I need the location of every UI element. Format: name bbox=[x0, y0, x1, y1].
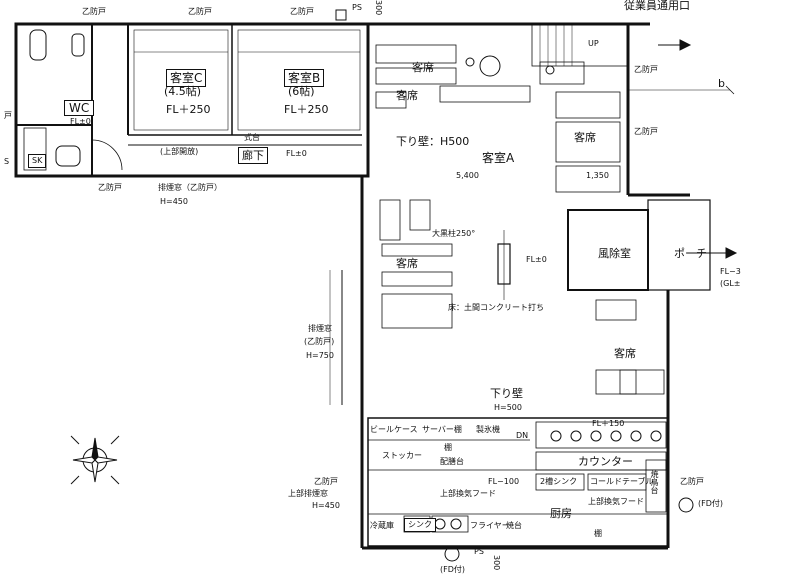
label-ps-bottom: PS bbox=[474, 547, 484, 556]
label-fl-150: FL＋150 bbox=[592, 419, 625, 428]
label-porch: ポーチ bbox=[674, 247, 707, 260]
label-smoke-window-side-2: (乙防戸) bbox=[304, 337, 335, 346]
fd-bottom-circle bbox=[444, 546, 460, 562]
label-smoke-window-side-1: 排煙窓 bbox=[308, 324, 332, 333]
label-oobofuto-bottom-wc: 乙防戸 bbox=[98, 183, 122, 192]
label-yakidai: 焼台 bbox=[506, 521, 522, 530]
label-corridor-fl: FL±0 bbox=[286, 149, 307, 158]
label-fuujoshitsu: 風除室 bbox=[598, 247, 631, 260]
label-wc: WC bbox=[64, 100, 95, 116]
label-oobofuto-kitchen: 乙防戸 bbox=[680, 477, 704, 486]
north-compass bbox=[70, 435, 120, 485]
label-smoke-window-top: 排煙窓（乙防戸） bbox=[158, 183, 222, 192]
label-fl-minus3: FL−3 bbox=[720, 267, 741, 276]
label-oobofuto-right2: 乙防戸 bbox=[634, 127, 658, 136]
label-h450-top: H=450 bbox=[160, 197, 188, 206]
label-kyakuseki-5: 客席 bbox=[396, 89, 418, 102]
label-dim-5400: 5,400 bbox=[456, 171, 479, 180]
label-sagarikabe-mid: 下り壁 bbox=[490, 387, 523, 400]
room-b-name: 客室B bbox=[284, 69, 325, 87]
label-dim-1350: 1,350 bbox=[586, 171, 609, 180]
label-upper-hood-1: 上部換気フード bbox=[440, 489, 496, 498]
label-server-shelf: サーバー棚 bbox=[422, 425, 462, 434]
label-oobofuto-bottomleft: 乙防戸 bbox=[314, 477, 338, 486]
label-kyakuseki-4: 客席 bbox=[614, 347, 636, 360]
label-upper-open: (上部開放) bbox=[160, 147, 199, 156]
label-cold-table: コールドテーブル bbox=[590, 477, 654, 486]
label-h500-mid: H=500 bbox=[494, 403, 522, 412]
label-b-marker: b bbox=[718, 77, 725, 90]
label-dim-300-bottom: 300 bbox=[492, 555, 501, 571]
label-gl: (GL± bbox=[720, 279, 741, 288]
label-oobofuto-2: 乙防戸 bbox=[188, 7, 212, 16]
label-ps-top: PS bbox=[352, 3, 362, 12]
label-fd-bottom: (FD付) bbox=[440, 565, 466, 574]
room-c-size: (4.5帖) bbox=[164, 85, 202, 98]
label-s-mark: S bbox=[4, 157, 10, 166]
label-kyakuseki-1: 客席 bbox=[412, 61, 434, 74]
ps-top-box bbox=[335, 9, 347, 21]
label-kitchen: 厨房 bbox=[550, 507, 572, 520]
label-tana-1: 棚 bbox=[444, 443, 452, 452]
label-floor-note: 床：土間コンクリート打ち bbox=[448, 303, 544, 312]
label-oobofuto-right1: 乙防戸 bbox=[634, 65, 658, 74]
fd-right-circle bbox=[678, 497, 694, 513]
label-yakitori: 焼鳥台 bbox=[650, 470, 659, 494]
label-dn: DN bbox=[516, 431, 529, 440]
label-haizendai: 配膳台 bbox=[440, 457, 464, 466]
wall-left-wing bbox=[14, 22, 370, 178]
label-sk: SK bbox=[28, 154, 47, 168]
label-upper-hood-2: 上部換気フード bbox=[588, 497, 644, 506]
label-stocker: ストッカー bbox=[382, 451, 422, 460]
label-tana-2: 棚 bbox=[594, 529, 602, 538]
label-h750: H=750 bbox=[306, 351, 334, 360]
label-fryer: フライヤー bbox=[470, 521, 510, 530]
label-kyakuseki-3: 客席 bbox=[396, 257, 418, 270]
room-c-name: 客室C bbox=[166, 69, 207, 87]
label-room-a: 客室A bbox=[482, 151, 515, 165]
label-oobofuto-3: 乙防戸 bbox=[290, 7, 314, 16]
room-b-size: (6帖) bbox=[288, 85, 315, 98]
label-ice-machine: 製氷機 bbox=[476, 425, 500, 434]
label-sink: シンク bbox=[404, 518, 436, 532]
kitchen-block bbox=[367, 417, 669, 547]
label-fl-a: FL±0 bbox=[526, 255, 547, 264]
label-door-mark: 戸 bbox=[4, 111, 12, 120]
label-corridor: 廊下 bbox=[238, 147, 268, 164]
label-counter: カウンター bbox=[578, 455, 633, 468]
label-fd-right: (FD付) bbox=[698, 499, 724, 508]
label-two-sink: 2槽シンク bbox=[540, 477, 578, 486]
room-b-fl: FL＋250 bbox=[284, 103, 329, 116]
label-fridge: 冷蔵庫 bbox=[370, 521, 394, 530]
label-up: UP bbox=[588, 39, 599, 48]
label-fl-minus100: FL−100 bbox=[488, 477, 520, 486]
label-oobofuto-1: 乙防戸 bbox=[82, 7, 106, 16]
label-upper-smoke: 上部排煙窓 bbox=[288, 489, 328, 498]
label-h450-bottom: H=450 bbox=[312, 501, 340, 510]
label-staff-entrance: 従業員通用口 bbox=[624, 0, 690, 12]
label-beer-case: ビールケース bbox=[370, 425, 418, 434]
room-c-fl: FL＋250 bbox=[166, 103, 211, 116]
label-fl-wc: FL±0 bbox=[70, 117, 91, 126]
label-kyakuseki-2: 客席 bbox=[574, 131, 596, 144]
label-dim-300-top: 300 bbox=[374, 0, 383, 16]
label-shikidai: 式台 bbox=[244, 133, 260, 142]
porch bbox=[647, 199, 711, 291]
label-pillar: 大黒柱250° bbox=[432, 229, 476, 238]
label-sagarikabe-top: 下り壁：H500 bbox=[396, 135, 470, 148]
